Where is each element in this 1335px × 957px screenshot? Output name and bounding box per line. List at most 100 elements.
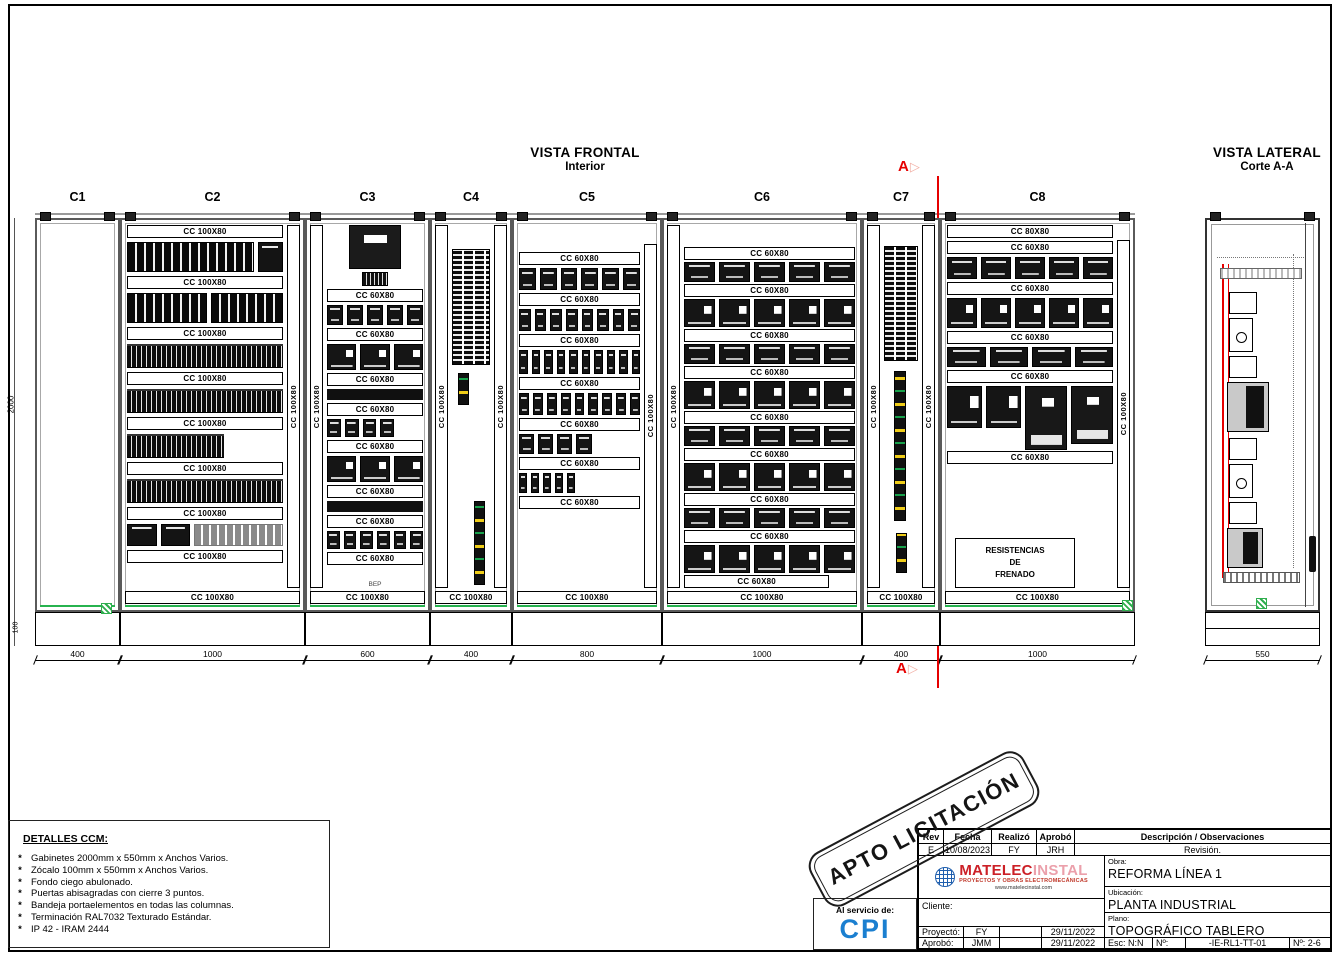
door-handle xyxy=(1309,536,1316,572)
cc-channel-label: CC 60X80 xyxy=(684,411,855,424)
plc-rack-row xyxy=(127,293,283,323)
proyecto-date: 29/11/2022 xyxy=(1041,926,1104,937)
aprobo-label: Aprobó: xyxy=(919,937,963,948)
breaker xyxy=(554,473,563,493)
contactor-row xyxy=(684,545,855,573)
details-item: *Bandeja portaelementos en todas las col… xyxy=(9,900,329,912)
sheet-number: Nº: 2-6 xyxy=(1289,937,1330,948)
cc-channel-label: CC 60X80 xyxy=(519,252,640,265)
ground-hatch xyxy=(1256,598,1267,609)
breaker xyxy=(550,309,562,331)
plinth-c5 xyxy=(512,612,662,646)
side-device xyxy=(1229,438,1257,460)
breaker xyxy=(754,426,785,446)
plinth-dimension: 100 xyxy=(12,621,20,634)
height-dim-line xyxy=(14,218,15,646)
contactor xyxy=(327,456,357,482)
breaker xyxy=(824,426,855,446)
spacer xyxy=(327,568,423,578)
breaker xyxy=(616,393,627,415)
cliente-cell: Cliente: xyxy=(919,898,1104,926)
breaker xyxy=(574,393,585,415)
breaker xyxy=(789,262,820,282)
details-item-text: Fondo ciego abulonado. xyxy=(31,876,133,888)
cc-channel-label: CC 60X80 xyxy=(327,328,423,341)
cc-channel-label: CC 60X80 xyxy=(684,530,855,543)
contactor-row xyxy=(327,456,423,482)
cc-channel-label: CC 60X80 xyxy=(327,289,423,302)
breaker xyxy=(684,344,715,364)
breaker xyxy=(532,393,543,415)
module xyxy=(127,524,157,546)
breaker xyxy=(410,531,424,549)
cc-channel-label: CC 100X80 xyxy=(127,327,283,340)
plinth-c8 xyxy=(940,612,1135,646)
globe-icon xyxy=(935,867,956,887)
details-item-text: Bandeja portaelementos en todas las colu… xyxy=(31,900,234,912)
details-item-text: Puertas abisagradas con cierre 3 puntos. xyxy=(31,888,205,900)
dimension-value: 800 xyxy=(579,649,595,659)
breaker xyxy=(393,531,407,549)
din-rail-strip xyxy=(327,501,423,512)
cabinet-id-label: C3 xyxy=(359,190,376,204)
front-view-title: VISTA FRONTAL xyxy=(530,145,640,160)
breaker xyxy=(367,305,383,325)
width-dimension: 1000 xyxy=(662,646,862,661)
breaker-row xyxy=(684,508,855,528)
side-view-cabinet xyxy=(1205,212,1320,612)
breaker xyxy=(560,268,578,290)
breaker-row xyxy=(947,347,1113,367)
contactor xyxy=(981,298,1011,328)
breaker xyxy=(380,419,395,437)
breaker xyxy=(360,531,374,549)
ground-hatch xyxy=(101,603,112,614)
contactor xyxy=(986,386,1022,428)
ground-hatch xyxy=(1122,600,1133,611)
breaker xyxy=(565,309,578,331)
plinth-c7 xyxy=(862,612,940,646)
ground-line xyxy=(310,605,425,607)
cc-channel-label: CC 60X80 xyxy=(519,334,640,347)
section-letter: A xyxy=(898,158,909,175)
sponsor-label: Al servicio de: xyxy=(835,905,895,915)
breaker xyxy=(407,305,423,325)
breaker-row xyxy=(684,426,855,446)
contactor xyxy=(684,299,715,327)
rev-description: Revisión. xyxy=(1074,843,1330,855)
cc-channel-label: CC 100X80 xyxy=(127,417,283,430)
details-item: *IP 42 - IRAM 2444 xyxy=(9,924,329,936)
breaker xyxy=(619,350,628,374)
section-marker-top: A ▷ xyxy=(898,158,920,175)
details-item: *Terminación RAL7032 Texturado Estándar. xyxy=(9,912,329,924)
sponsor-box: Al servicio de: CPI xyxy=(813,898,917,950)
breaker xyxy=(594,350,603,374)
cc-channel-label: CC 60X80 xyxy=(947,451,1113,464)
proyecto-label: Proyectó: xyxy=(919,926,963,937)
cc-channel-label-bottom: CC 100X80 xyxy=(125,591,300,604)
height-dimension: 2000 xyxy=(6,395,16,414)
hinge-icon xyxy=(289,212,300,221)
spacer xyxy=(127,567,283,588)
vertical-cc-label-text: CC 100X80 xyxy=(1119,392,1128,436)
side-breaker xyxy=(1229,464,1253,498)
plinth-c3 xyxy=(305,612,430,646)
plinth-c4 xyxy=(430,612,512,646)
breaker xyxy=(519,309,531,331)
busbar xyxy=(894,371,906,521)
details-item-text: IP 42 - IRAM 2444 xyxy=(31,923,109,935)
hinge-icon xyxy=(517,212,528,221)
breaker xyxy=(1015,257,1045,279)
vertical-cc-label: CC 100X80 xyxy=(435,225,448,588)
module xyxy=(160,524,191,546)
cc-channel-label: CC 100X80 xyxy=(127,372,283,385)
cc-channel-label: CC 60X80 xyxy=(327,373,423,386)
contactor xyxy=(789,545,820,573)
contactor xyxy=(824,463,855,491)
cc-channel-label-bottom: CC 100X80 xyxy=(867,591,935,604)
breaker xyxy=(519,434,535,454)
vertical-cc-label-text: CC 100X80 xyxy=(669,384,678,429)
vertical-cc-label: CC 100X80 xyxy=(922,225,935,588)
